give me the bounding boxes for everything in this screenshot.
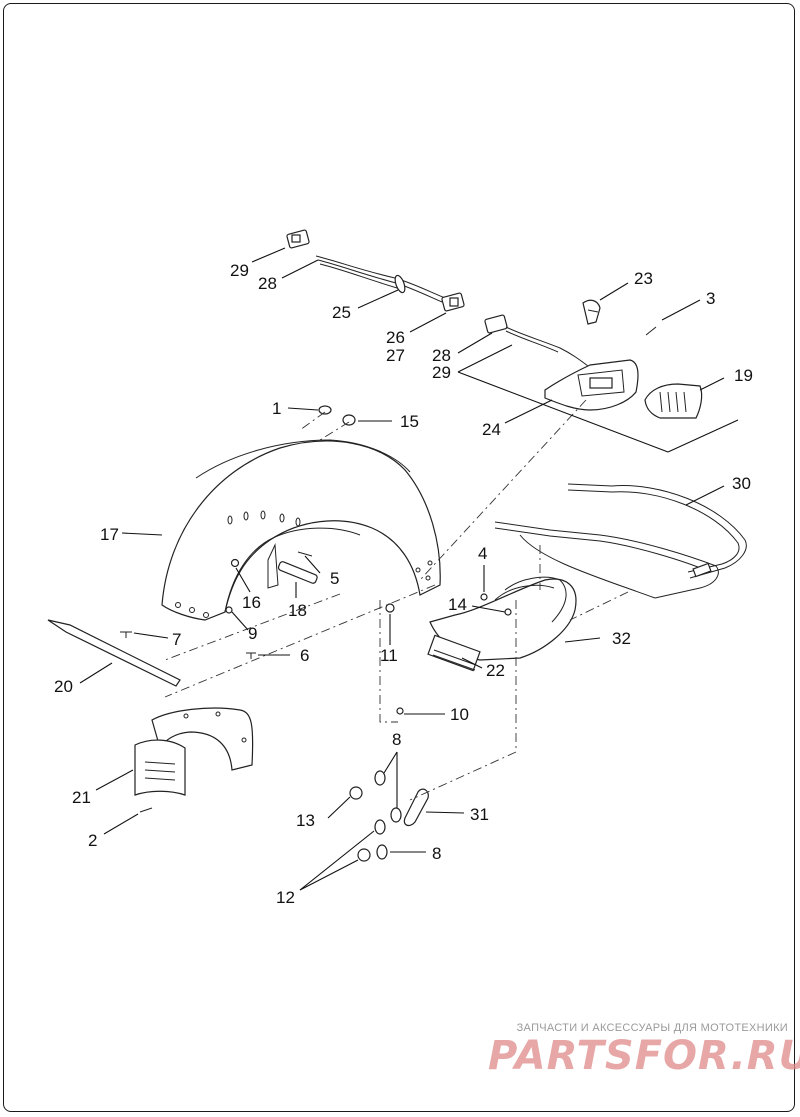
callout-2: 2 [88,831,97,850]
callout-29-lower: 29 [432,363,451,382]
callout-6: 6 [300,646,309,665]
rear-rack [427,576,577,672]
callout-8-lower: 8 [432,844,441,863]
callout-28-lower: 28 [432,346,451,365]
watermark-brand: PARTSFOR.RU [488,1033,800,1079]
callout-7: 7 [172,630,181,649]
tail-lamp-assembly [544,299,703,419]
callout-18: 18 [288,601,307,620]
callout-4: 4 [478,544,487,563]
callout-30: 30 [732,474,751,493]
callout-24: 24 [482,420,501,439]
lower-mounting-hardware [349,770,429,862]
alignment-lines [164,399,629,801]
callout-26: 26 [386,328,405,347]
callout-labels: 1 15 29 28 25 26 27 28 29 24 23 3 19 30 … [54,261,753,907]
callout-16: 16 [242,593,261,612]
callout-25: 25 [332,303,351,322]
callout-13: 13 [296,811,315,830]
callout-12: 12 [276,888,295,907]
license-plate-bracket [134,707,254,813]
watermark: ЗАПЧАСТИ И АКСЕССУАРЫ ДЛЯ МОТОТЕХНИКИ PA… [488,1022,800,1079]
callout-28-top: 28 [258,274,277,293]
rear-fender [161,439,441,621]
callout-8-upper: 8 [392,730,401,749]
callout-21: 21 [72,788,91,807]
callout-27: 27 [386,346,405,365]
callout-31: 31 [470,805,489,824]
fender-hardware [120,405,404,715]
wiring-harness [286,229,589,367]
callout-1: 1 [272,399,281,418]
callout-10: 10 [450,705,469,724]
callout-15: 15 [400,412,419,431]
callout-17: 17 [100,525,119,544]
callout-29-top: 29 [230,261,249,280]
callout-5: 5 [330,569,339,588]
watermark-caption: ЗАПЧАСТИ И АКСЕССУАРЫ ДЛЯ МОТОТЕХНИКИ [516,1022,788,1034]
callout-32: 32 [612,629,631,648]
callout-14: 14 [448,595,467,614]
trim-strip [47,619,181,687]
callout-20: 20 [54,677,73,696]
callout-19: 19 [734,366,753,385]
callout-11: 11 [380,646,398,665]
callout-22: 22 [486,661,505,680]
callout-leaders [79,247,739,891]
callout-9: 9 [248,624,257,643]
callout-3: 3 [706,289,715,308]
luggage-rail [494,483,747,599]
drawing-frame [3,3,795,1112]
callout-23: 23 [634,269,653,288]
